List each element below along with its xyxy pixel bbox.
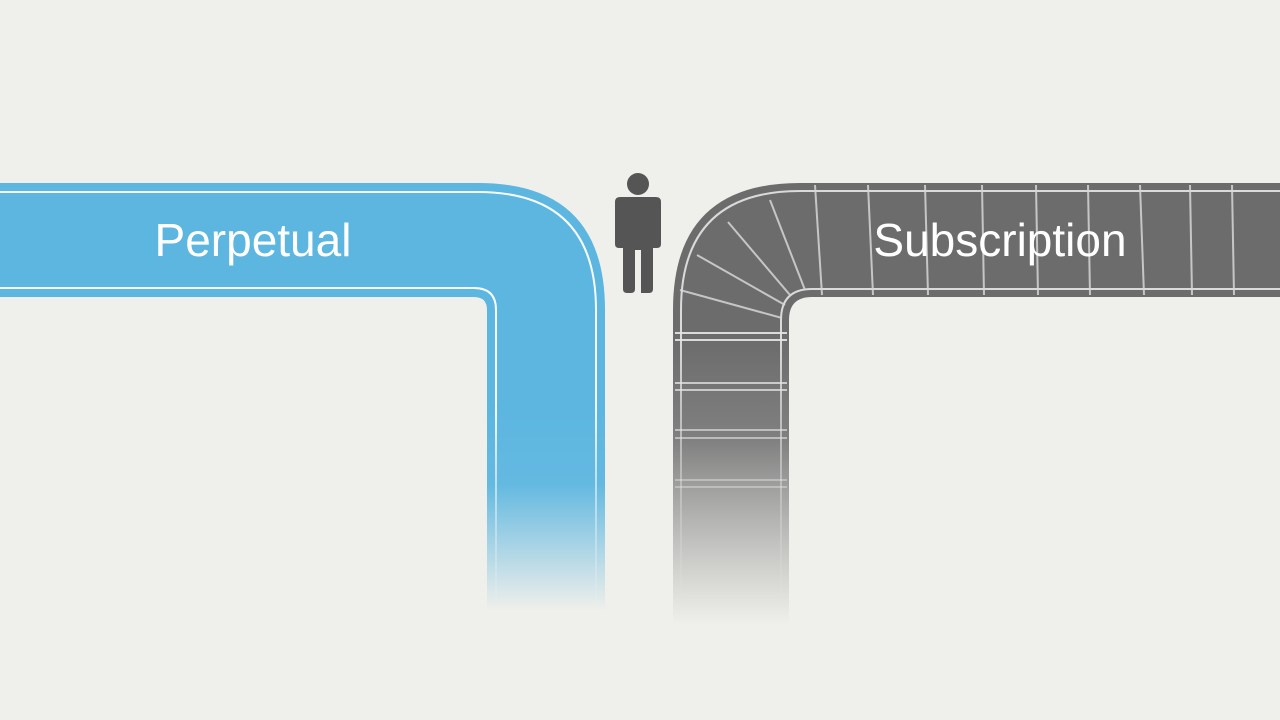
subscription-label: Subscription bbox=[873, 214, 1126, 266]
perpetual-path-body bbox=[0, 183, 605, 610]
subscription-path-inner-edge bbox=[780, 288, 1280, 625]
segment-divider bbox=[679, 289, 783, 319]
segment-divider bbox=[1189, 184, 1193, 296]
perpetual-path-inner-edge bbox=[0, 287, 497, 610]
segment-divider bbox=[981, 184, 985, 296]
subscription-path-body bbox=[673, 183, 1280, 625]
person-icon bbox=[615, 173, 661, 293]
subscription-path-outer-edge bbox=[680, 190, 1280, 625]
segment-divider bbox=[727, 221, 791, 296]
person-body bbox=[615, 197, 661, 293]
segment-divider bbox=[924, 184, 929, 296]
perpetual-path-outer-edge bbox=[0, 191, 597, 610]
perpetual-label: Perpetual bbox=[155, 214, 352, 266]
segment-divider bbox=[696, 254, 786, 306]
segment-divider bbox=[1087, 184, 1091, 296]
segment-divider bbox=[1035, 184, 1039, 296]
subscription-path-vertical-segments bbox=[675, 332, 787, 488]
subscription-path: Subscription bbox=[673, 183, 1280, 625]
segment-divider bbox=[1139, 184, 1145, 296]
person-head bbox=[627, 173, 649, 195]
perpetual-path: Perpetual bbox=[0, 183, 605, 610]
segment-divider bbox=[867, 184, 874, 296]
subscription-path-segments bbox=[679, 184, 1235, 319]
segment-divider bbox=[1231, 184, 1235, 296]
segment-divider bbox=[769, 199, 806, 291]
segment-divider bbox=[814, 184, 823, 296]
